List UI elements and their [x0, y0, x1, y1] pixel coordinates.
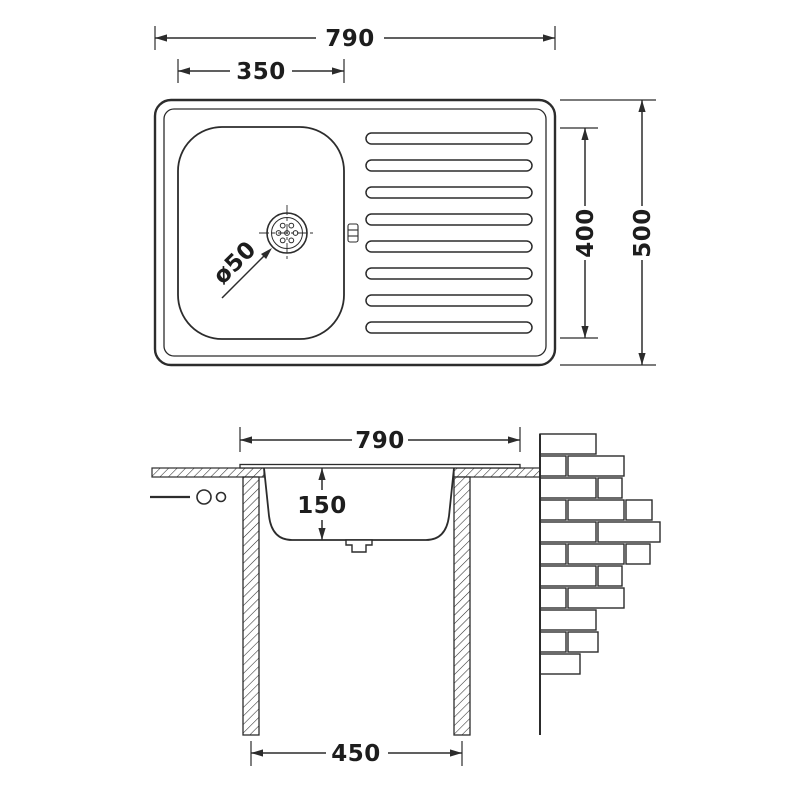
dim-label-base-width: 450 [331, 741, 381, 767]
brick-wall [539, 433, 661, 675]
drainer-rib [365, 132, 533, 145]
dim-top-bowl-height: 400 [560, 127, 599, 339]
brick [539, 521, 597, 543]
dim-section-base-width: 450 [250, 741, 463, 767]
drainer-ribs [365, 132, 533, 334]
drain-diameter-callout: ø50 [208, 236, 272, 299]
brick [567, 455, 625, 477]
bowl-outline [177, 126, 345, 340]
drainer-rib [365, 186, 533, 199]
sink-rim-section [239, 463, 521, 469]
brick [567, 543, 625, 565]
brick [567, 587, 625, 609]
tap-icon [150, 489, 227, 505]
brick [597, 565, 623, 587]
sink-section-view: 790 150 [150, 427, 661, 767]
dim-top-total-width: 790 [154, 26, 556, 52]
cabinet-wall-left [242, 476, 260, 736]
dim-label-total-height: 500 [630, 208, 656, 258]
drain-icon [259, 205, 315, 261]
brick [597, 521, 661, 543]
sink-rim [163, 108, 547, 357]
drainer-rib [365, 213, 533, 226]
brick [539, 499, 567, 521]
dim-section-bowl-depth: 150 [297, 468, 347, 540]
brick [625, 543, 651, 565]
dim-label-bowl-width: 350 [236, 59, 286, 85]
dim-top-bowl-width: 350 [177, 59, 345, 85]
cabinet-wall-right [453, 476, 471, 736]
drainer-rib [365, 294, 533, 307]
drain-section [345, 539, 373, 553]
dim-section-total-width: 790 [239, 427, 521, 454]
brick [539, 477, 597, 499]
drainer-rib [365, 267, 533, 280]
brick [567, 631, 599, 653]
brick [539, 543, 567, 565]
brick [625, 499, 653, 521]
brick [539, 455, 567, 477]
dim-top-total-height: 500 [560, 99, 656, 366]
brick [539, 433, 597, 455]
bowl-section [263, 467, 455, 541]
drainer-rib [365, 240, 533, 253]
countertop-right [453, 467, 541, 478]
drainer-rib [365, 159, 533, 172]
brick [539, 565, 597, 587]
dim-label-bowl-depth: 150 [297, 493, 347, 519]
drain-diameter-label: ø50 [208, 236, 261, 289]
drainer-rib [365, 321, 533, 334]
dim-label-section-width: 790 [355, 428, 405, 454]
brick [539, 631, 567, 653]
brick [597, 477, 623, 499]
brick [539, 609, 597, 631]
brick [539, 587, 567, 609]
overflow-icon [347, 223, 359, 243]
dim-label-total-width: 790 [325, 26, 375, 52]
countertop-left [151, 467, 265, 478]
sink-outline [153, 98, 557, 367]
brick [567, 499, 625, 521]
sink-top-view: ø50 790 [153, 26, 656, 367]
brick [539, 653, 581, 675]
dim-label-bowl-height: 400 [573, 208, 599, 258]
